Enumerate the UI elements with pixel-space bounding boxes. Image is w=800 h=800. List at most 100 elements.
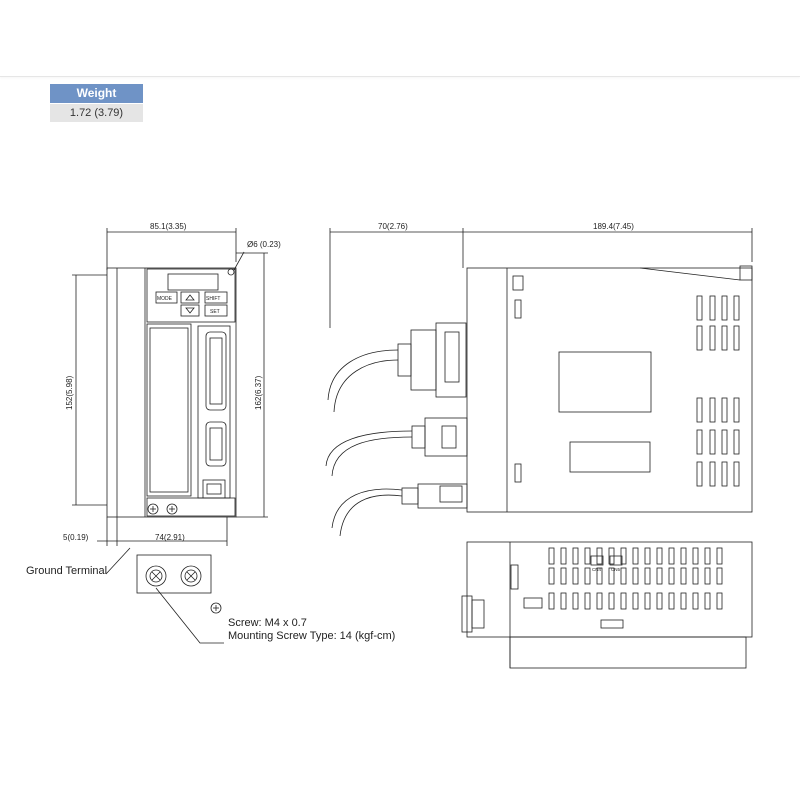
dim-height-inner: 152(5.98) xyxy=(65,375,74,410)
vent-slot xyxy=(680,547,687,565)
vent-slot xyxy=(656,547,663,565)
vent-slot xyxy=(733,397,740,423)
vent-slot xyxy=(596,592,603,610)
cn1-connector xyxy=(205,331,227,411)
front-cover xyxy=(146,323,192,497)
vent-slot xyxy=(692,567,699,585)
vent-slot xyxy=(692,547,699,565)
vent-slot xyxy=(620,592,627,610)
vent-slot xyxy=(620,547,627,565)
vent-slot xyxy=(696,429,703,455)
screw-spec: Screw: M4 x 0.7 xyxy=(228,617,307,629)
mounting-hole xyxy=(227,268,235,276)
vent-slot xyxy=(692,592,699,610)
vent-slot xyxy=(716,592,723,610)
side-body-outline xyxy=(466,267,753,513)
vent-slot xyxy=(608,592,615,610)
ground-terminal-detail xyxy=(136,554,212,594)
cn1-plug xyxy=(435,322,467,398)
vent-slot xyxy=(596,547,603,565)
up-key xyxy=(180,291,200,304)
vent-slot xyxy=(696,325,703,351)
set-key-label: SET xyxy=(210,309,220,315)
front-body-outline xyxy=(106,267,237,518)
mode-key-label: MODE xyxy=(157,296,173,302)
vent-slot xyxy=(548,592,555,610)
dim-offset-left: 5(0.19) xyxy=(63,533,89,542)
keypad-panel xyxy=(146,268,236,323)
vent-slot xyxy=(668,567,675,585)
vent-slot xyxy=(584,567,591,585)
vent-slot xyxy=(716,567,723,585)
set-key xyxy=(204,304,228,317)
vent-slot xyxy=(560,547,567,565)
vent-slot xyxy=(696,295,703,321)
vent-slot xyxy=(696,461,703,487)
ground-terminal-label: Ground Terminal xyxy=(26,565,107,577)
vent-slot xyxy=(733,461,740,487)
ground-screw-2 xyxy=(166,503,178,515)
vent-slot xyxy=(733,429,740,455)
vent-slot xyxy=(644,547,651,565)
power-plug xyxy=(417,483,468,509)
vent-slot xyxy=(668,592,675,610)
dim-body-depth: 189.4(7.45) xyxy=(593,222,634,231)
vent-slot xyxy=(733,325,740,351)
vent-slot xyxy=(548,547,555,565)
dim-front-width-top: 85.1(3.35) xyxy=(150,222,187,231)
vent-slot xyxy=(721,325,728,351)
dim-height-outer: 162(6.37) xyxy=(254,375,263,410)
vent-slot xyxy=(632,592,639,610)
vent-slot xyxy=(709,429,716,455)
vent-slot xyxy=(548,567,555,585)
vent-slot xyxy=(668,547,675,565)
vent-slot xyxy=(656,592,663,610)
vent-slot xyxy=(608,567,615,585)
vent-slot xyxy=(584,592,591,610)
vent-slot xyxy=(704,567,711,585)
vent-slot xyxy=(572,567,579,585)
vent-slot xyxy=(632,547,639,565)
vent-slot xyxy=(560,567,567,585)
cn2-connector xyxy=(205,421,227,467)
shift-key-label: SHIFT xyxy=(206,296,220,302)
vent-slot xyxy=(721,461,728,487)
cn2-plug xyxy=(424,417,468,457)
cn3-connector xyxy=(202,479,226,499)
vent-slot xyxy=(656,567,663,585)
vent-slot xyxy=(680,567,687,585)
screw-icon xyxy=(210,602,222,614)
vent-slot xyxy=(709,461,716,487)
vent-slot xyxy=(608,547,615,565)
vent-slot xyxy=(733,295,740,321)
dim-connector-depth: 70(2.76) xyxy=(378,222,408,231)
mounting-screw-spec: Mounting Screw Type: 14 (kgf-cm) xyxy=(228,630,395,642)
side-label-plate xyxy=(558,351,652,413)
vent-slot xyxy=(721,397,728,423)
vent-slot xyxy=(560,592,567,610)
vent-slot xyxy=(709,295,716,321)
vent-slot xyxy=(716,547,723,565)
vent-slot xyxy=(704,592,711,610)
ground-screw-1 xyxy=(147,503,159,515)
cn5-label: CN5 xyxy=(611,567,620,572)
weight-header: Weight xyxy=(50,84,143,103)
vent-slot xyxy=(572,547,579,565)
vent-slot xyxy=(721,295,728,321)
cn5-port xyxy=(609,555,623,566)
vent-slot xyxy=(721,429,728,455)
shift-key xyxy=(204,291,228,304)
down-key xyxy=(180,304,200,317)
weight-table: Weight 1.72 (3.79) xyxy=(50,84,143,122)
vent-slot xyxy=(709,397,716,423)
cn4-label: CN4 xyxy=(592,567,601,572)
vent-slot xyxy=(696,397,703,423)
vent-slot xyxy=(584,547,591,565)
vent-slot xyxy=(644,567,651,585)
dim-hole-diameter: Ø6 (0.23) xyxy=(247,240,281,249)
weight-value: 1.72 (3.79) xyxy=(50,104,143,122)
vent-slot xyxy=(704,547,711,565)
mode-key xyxy=(155,291,178,304)
vent-slot xyxy=(596,567,603,585)
